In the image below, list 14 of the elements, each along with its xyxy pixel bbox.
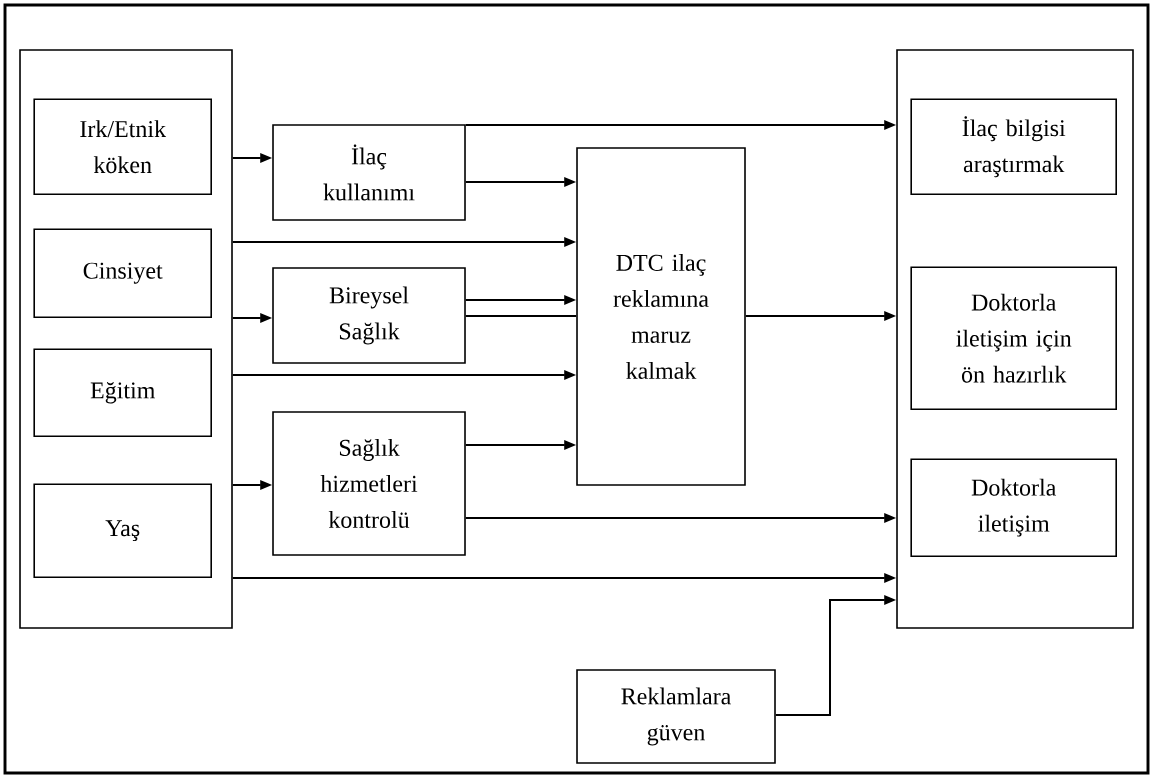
process-box: Sağlık hizmetleri kontrolü [272, 411, 466, 556]
inner-box: Cinsiyet [33, 228, 212, 318]
inner-box: Yaş [33, 483, 212, 578]
process-box: DTC ilaç reklamına maruz kalmak [576, 147, 746, 486]
inner-box: Doktorla iletişim [910, 458, 1117, 557]
process-box: Reklamlara güven [576, 669, 776, 764]
inner-box: Doktorla iletişim için ön hazırlık [910, 266, 1117, 410]
inner-box: İlaç bilgisi araştırmak [910, 98, 1117, 195]
inner-box: Irk/Etnik köken [33, 98, 212, 195]
process-box: Bireysel Sağlık [272, 267, 466, 364]
group-box [19, 49, 233, 629]
inner-box: Eğitim [33, 348, 212, 437]
process-box: İlaç kullanımı [272, 124, 466, 221]
group-box [896, 49, 1134, 629]
